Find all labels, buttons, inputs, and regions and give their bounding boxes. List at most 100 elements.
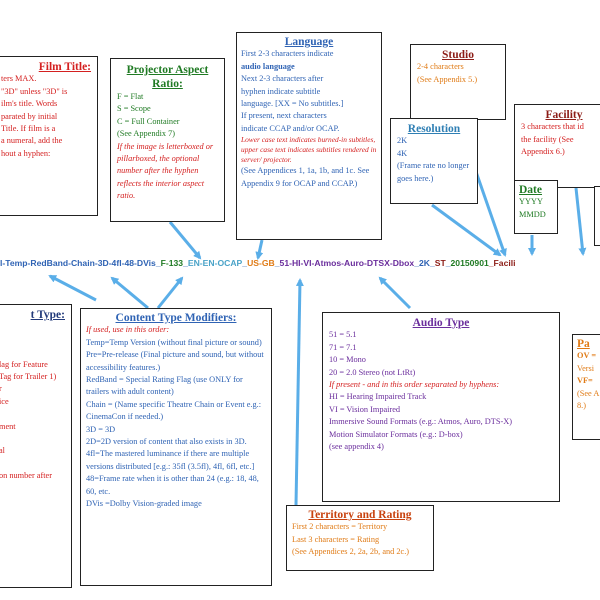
content-type-line: al [0,446,5,456]
territory-line: (See Appendices 2, 2a, 2b, and 2c.) [292,547,410,557]
language-heading: Language [284,36,334,48]
arrow-modifiers [110,276,149,310]
date-box: Date YYYY MMDD [514,180,558,234]
audio-line: Motion Simulator Formats (e.g.: D-box) [329,429,463,439]
modifiers-heading: Content Type Modifiers: [115,312,237,324]
filename-segment: 20150901 [450,258,489,268]
content-type-line: lag for Feature [0,359,48,369]
filename-segment: 2K [418,258,430,268]
filename-segment: _ [242,258,248,268]
audio-note: If present - and in this order separated… [329,380,500,390]
arrow-modifiers-2 [156,276,184,309]
audio-line: 51 = 5.1 [329,330,357,340]
language-line: First 2-3 characters indicate [241,49,334,59]
film-title-heading: Film Title: [38,61,91,73]
audio-line: 10 = Mono [329,355,366,365]
filename-segment: US-GB [247,258,275,268]
date-line: MMDD [519,209,546,219]
content-type-line [0,433,65,445]
resolution-line: (Frame rate no longer goes here.) [397,161,470,183]
modifiers-intro: If used, use in this order: [86,325,170,335]
film-title-line: hout a hyphen: [1,148,51,158]
partial-right-box [594,186,600,246]
film-title-line: parated by initial [1,111,58,121]
filename-segment: ST [434,258,446,268]
content-type-line: Tag for Trailer 1) [0,372,57,382]
studio-heading: Studio [442,49,474,61]
projector-aspect-box: Projector Aspect Ratio: F = Flat S = Sco… [110,58,225,222]
projector-item: (See Appendix 7) [117,129,176,139]
content-type-line: r [0,383,65,395]
territory-rating-box: Territory and Rating First 2 characters … [286,505,434,571]
content-type-line [0,321,65,333]
package-line: OV = [577,351,597,361]
language-line: Next 2-3 characters after [241,74,324,84]
filename-segment: _ [445,258,451,268]
audio-line: 20 = 2.0 Stereo (not LtRt) [329,367,416,377]
content-type-line: ment [0,421,16,431]
package-box: Pa OV = Versi VF= (See A 8.) [572,334,600,440]
resolution-heading: Resolution [407,123,461,135]
modifier-item: 3D = 3D [86,424,116,434]
language-line: If present, next characters [241,111,327,121]
modifier-item: DVis =Dolby Vision-graded image [86,499,202,509]
language-line: language. [XX = No subtitles.] [241,99,344,109]
filename-segment: F-133 [160,258,184,268]
facility-line: Appendix 6.) [521,147,565,157]
facility-line: 3 characters that id [521,122,584,132]
studio-line: (See Appendix 5.) [417,74,478,84]
language-note: Lower case text indicates burned-in subt… [241,135,377,165]
audio-line: 71 = 7.1 [329,342,357,352]
projector-item: F = Flat [117,92,144,101]
content-type-line: on number after [0,471,52,481]
projector-item: C = Full Container [117,116,180,126]
modifier-item: Chain = (Name specific Theatre Chain or … [86,399,262,422]
arrow-language [255,239,264,260]
arrow-resolution [431,203,502,257]
arrow-projector [168,221,202,260]
filename-segment: _ [414,258,419,268]
film-title-line: Title. If film is a [1,124,56,134]
audio-line: Immersive Sound Formats (e.g.: Atmos, Au… [329,417,512,427]
package-heading: Pa [577,338,590,350]
territory-line: Last 3 characters = Rating [292,534,380,544]
resolution-line: 4K [397,148,408,158]
date-line: YYYY [519,197,543,207]
modifier-item: 48=Frame rate when it is other than 24 (… [86,474,259,496]
content-type-line [0,346,65,358]
package-line: VF= [577,376,593,386]
filename-segment: l-Temp-RedBand-Chain-3D-4fl-48-DVis_ [0,258,161,268]
content-type-line [0,408,65,420]
filename-segment: EN-EN-OCAP [187,258,243,268]
film-title-line: ilm's title. Words [1,99,58,109]
filename-segment: _ [429,258,435,268]
arrow-territory [294,278,304,506]
modifier-item: 4fl=The mastered luminance if there are … [86,449,255,471]
projector-aspect-heading: Projector Aspect Ratio: [126,64,209,90]
audio-line: HI = Hearing Impaired Track [329,392,427,402]
territory-heading: Territory and Rating [308,509,412,521]
film-title-line: a numeral, add the [1,136,63,146]
arrow-facility [574,187,587,256]
arrow-content-type [48,274,97,302]
content-type-line: ice [0,396,9,406]
territory-line: First 2 characters = Territory [292,522,388,532]
content-type-line [0,334,65,346]
language-appendix: (See Appendices 1, 1a, 1b, and 1c. See A… [241,166,370,188]
content-type-line [0,458,65,470]
package-line: Versi [577,363,595,373]
language-line: hyphen indicate subtitle [241,86,321,96]
facility-line: the facility (See [521,134,574,144]
language-line: indicate CCAP and/or OCAP. [241,123,340,133]
modifier-item: Pre=Pre-release (Final picture and sound… [86,350,264,372]
modifier-item: RedBand = Special Rating Flag (use ONLY … [86,375,243,397]
modifier-item: 2D=2D version of content that also exist… [86,437,247,447]
facility-box: Facility 3 characters that id the facili… [514,104,600,188]
resolution-box: Resolution 2K 4K (Frame rate no longer g… [390,118,478,204]
projector-note: If the image is letterboxed or pillarbox… [117,141,214,201]
language-box: Language First 2-3 characters indicate a… [236,32,382,240]
content-modifiers-box: Content Type Modifiers: If used, use in … [80,308,272,586]
audio-heading: Audio Type [412,317,470,329]
filename-segment: _Facili [488,258,516,268]
language-line: audio language [241,61,295,71]
